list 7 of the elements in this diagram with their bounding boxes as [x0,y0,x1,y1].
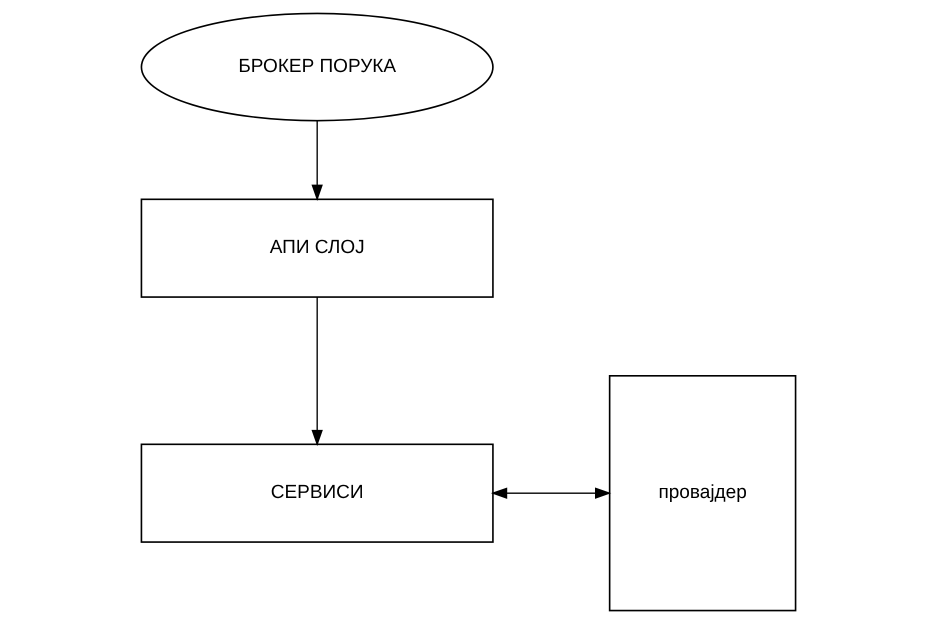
node-box: СЕРВИСИ [140,444,494,543]
node-box: провајдер [608,374,796,612]
node-ellipse: БРОКЕР ПОРУКА [140,12,494,122]
arrow [490,487,611,499]
node-box: АПИ СЛОЈ [140,198,494,298]
arrow [310,120,322,201]
arrow [310,297,322,446]
